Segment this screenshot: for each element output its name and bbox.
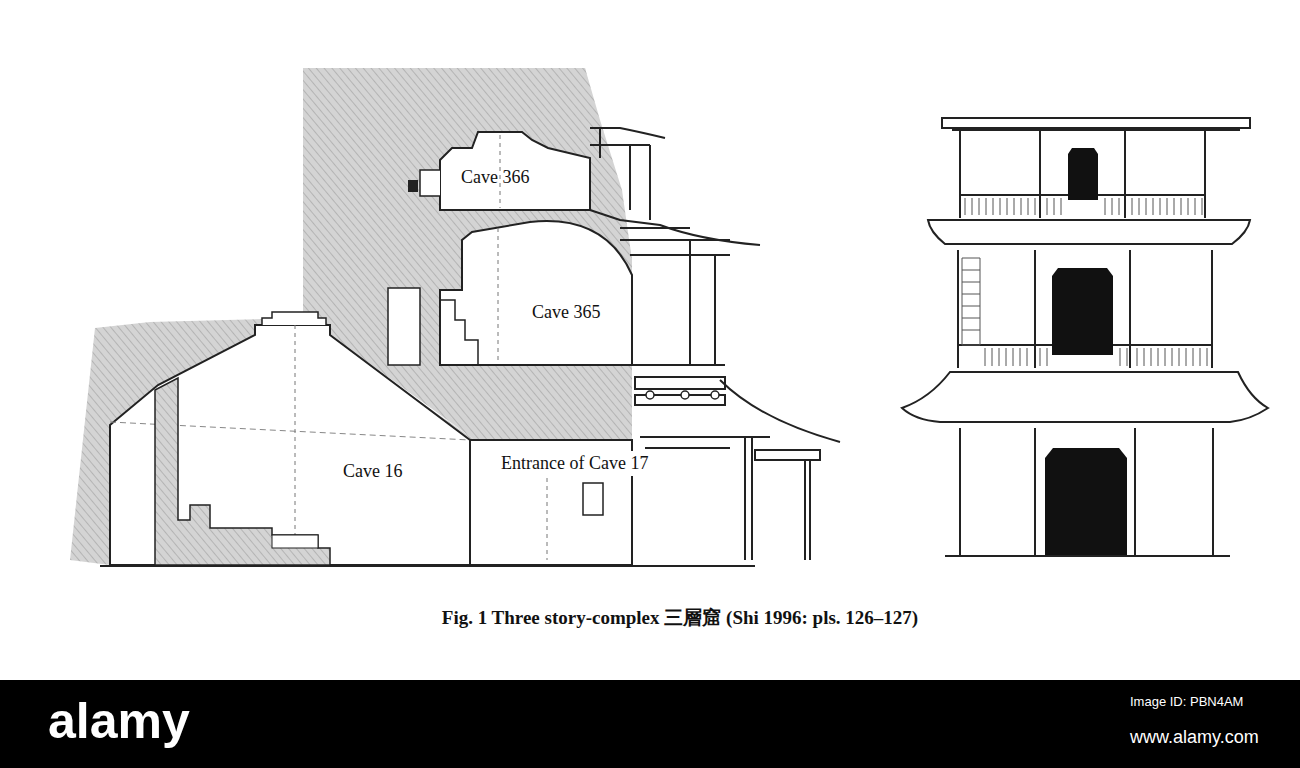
figure-caption: Fig. 1 Three story-complex 三層窟 (Shi 1996… bbox=[442, 607, 918, 629]
watermark: Image ID: PBN4AM bbox=[1130, 695, 1243, 710]
cave-name: Cave 16 bbox=[343, 461, 402, 482]
watermark: www.alamy.com bbox=[1130, 727, 1259, 748]
cave-name: Cave 366 bbox=[461, 167, 529, 188]
cave-name: Entrance of Cave 17 bbox=[497, 451, 652, 476]
cave-name: Cave 365 bbox=[532, 302, 600, 323]
watermark: alamy bbox=[48, 693, 190, 751]
